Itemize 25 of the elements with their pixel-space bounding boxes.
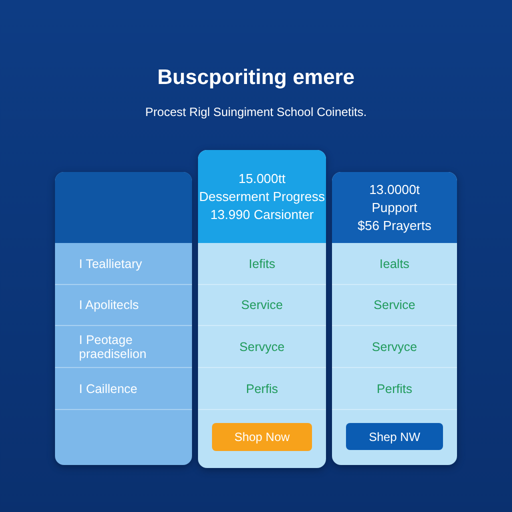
pricing-card <box>55 172 192 465</box>
plan-text: Pupport <box>372 198 418 216</box>
feature-value: Iefits <box>248 256 276 270</box>
feature-label: I Caillence <box>78 382 138 396</box>
plan-text: Desserment Progress <box>199 188 325 206</box>
feature-value: Servyce <box>238 340 286 354</box>
pricing-card <box>198 150 326 468</box>
feature-label: I Teallietary <box>78 256 143 270</box>
feature-label: I Peotage praediselion <box>78 332 148 360</box>
plan-text: $56 Prayerts <box>358 216 432 234</box>
shop-button: Shep NW <box>346 423 443 450</box>
price-text: 15.000tt <box>238 170 286 188</box>
feature-label: I Apolitecls <box>78 298 140 312</box>
pricing-card <box>332 172 457 465</box>
price-text: 13.0000t <box>369 180 420 198</box>
shop-button: Shop Now <box>212 423 312 451</box>
feature-value: Service <box>240 298 284 312</box>
feature-value: Service <box>372 298 416 312</box>
title: Buscporiting emere <box>156 66 356 90</box>
feature-value: Iealts <box>378 256 410 270</box>
feature-value: Perfis <box>245 382 279 396</box>
subtitle: Procest Rigl Suingiment School Coinetits. <box>144 105 368 119</box>
feature-value: Servyce <box>370 340 418 354</box>
feature-value: Perfits <box>376 382 414 396</box>
plan-text: 13.990 Carsionter <box>210 206 314 224</box>
